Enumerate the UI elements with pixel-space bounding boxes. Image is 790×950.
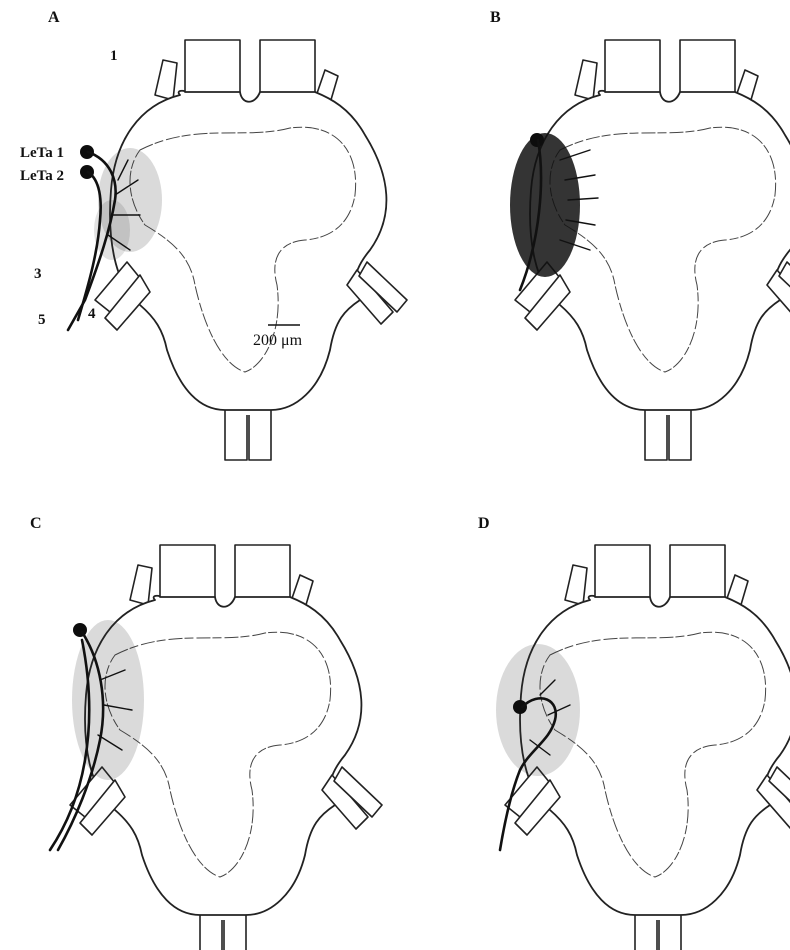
panel-letter-a: A bbox=[48, 9, 60, 26]
ganglion-a-outline bbox=[95, 40, 407, 460]
panel-a: A 1 LeTa 1 LeTa 2 3 4 5 200 μm bbox=[20, 9, 407, 460]
arbor-stipple-d bbox=[496, 644, 580, 776]
nerve-label-1: 1 bbox=[110, 48, 118, 64]
leta1-label: LeTa 1 bbox=[20, 145, 64, 161]
nerve-label-4: 4 bbox=[88, 306, 96, 322]
panel-d: D bbox=[478, 515, 790, 950]
panel-b: B bbox=[490, 9, 790, 460]
nerve-label-3: 3 bbox=[34, 266, 42, 282]
leta2-label: LeTa 2 bbox=[20, 168, 64, 184]
scale-bar-label: 200 μm bbox=[253, 332, 303, 349]
panel-c: C bbox=[30, 515, 382, 950]
nerve-label-5: 5 bbox=[38, 312, 46, 328]
panel-letter-c: C bbox=[30, 515, 42, 532]
leta-soma-d bbox=[513, 700, 527, 714]
panel-letter-b: B bbox=[490, 9, 501, 26]
panel-letter-d: D bbox=[478, 515, 490, 532]
